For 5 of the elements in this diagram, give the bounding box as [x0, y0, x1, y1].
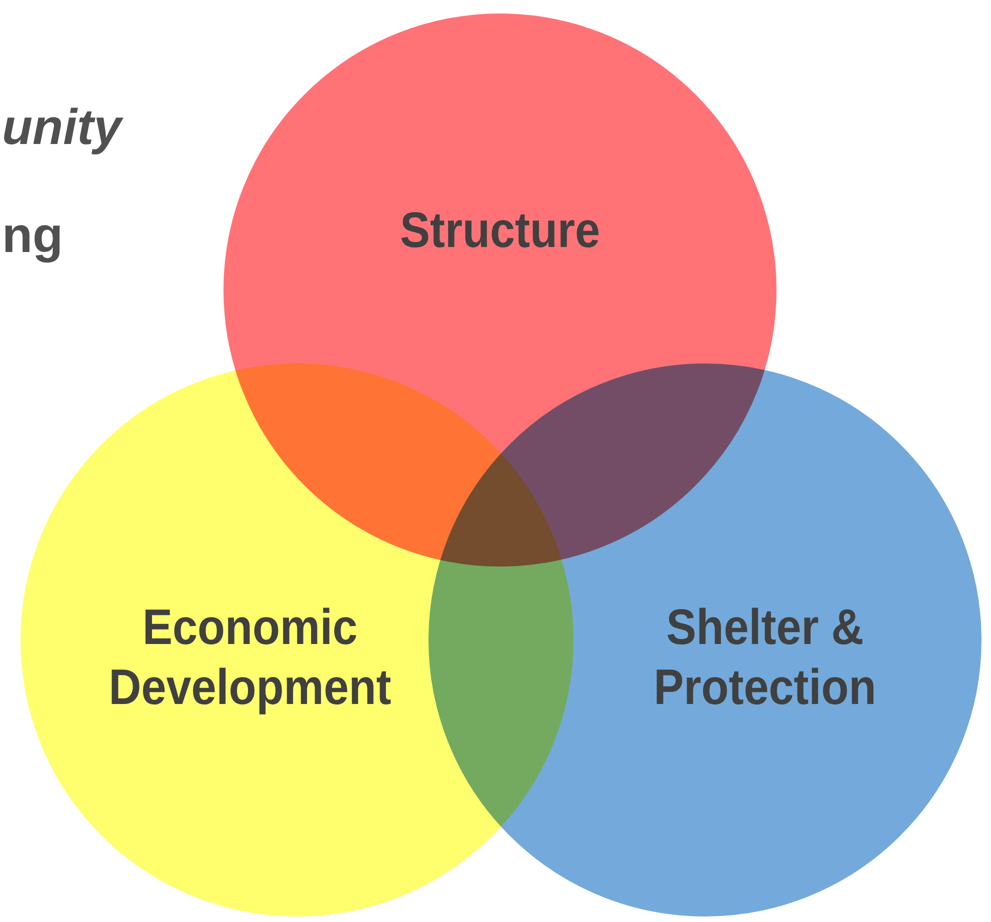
text-fragment: unity — [2, 98, 122, 157]
circle-label: Economic Development — [108, 598, 392, 717]
circle-label: Shelter & Protection — [652, 598, 878, 717]
circle-label: Structure — [398, 201, 601, 260]
text-fragment: ng — [2, 206, 64, 265]
